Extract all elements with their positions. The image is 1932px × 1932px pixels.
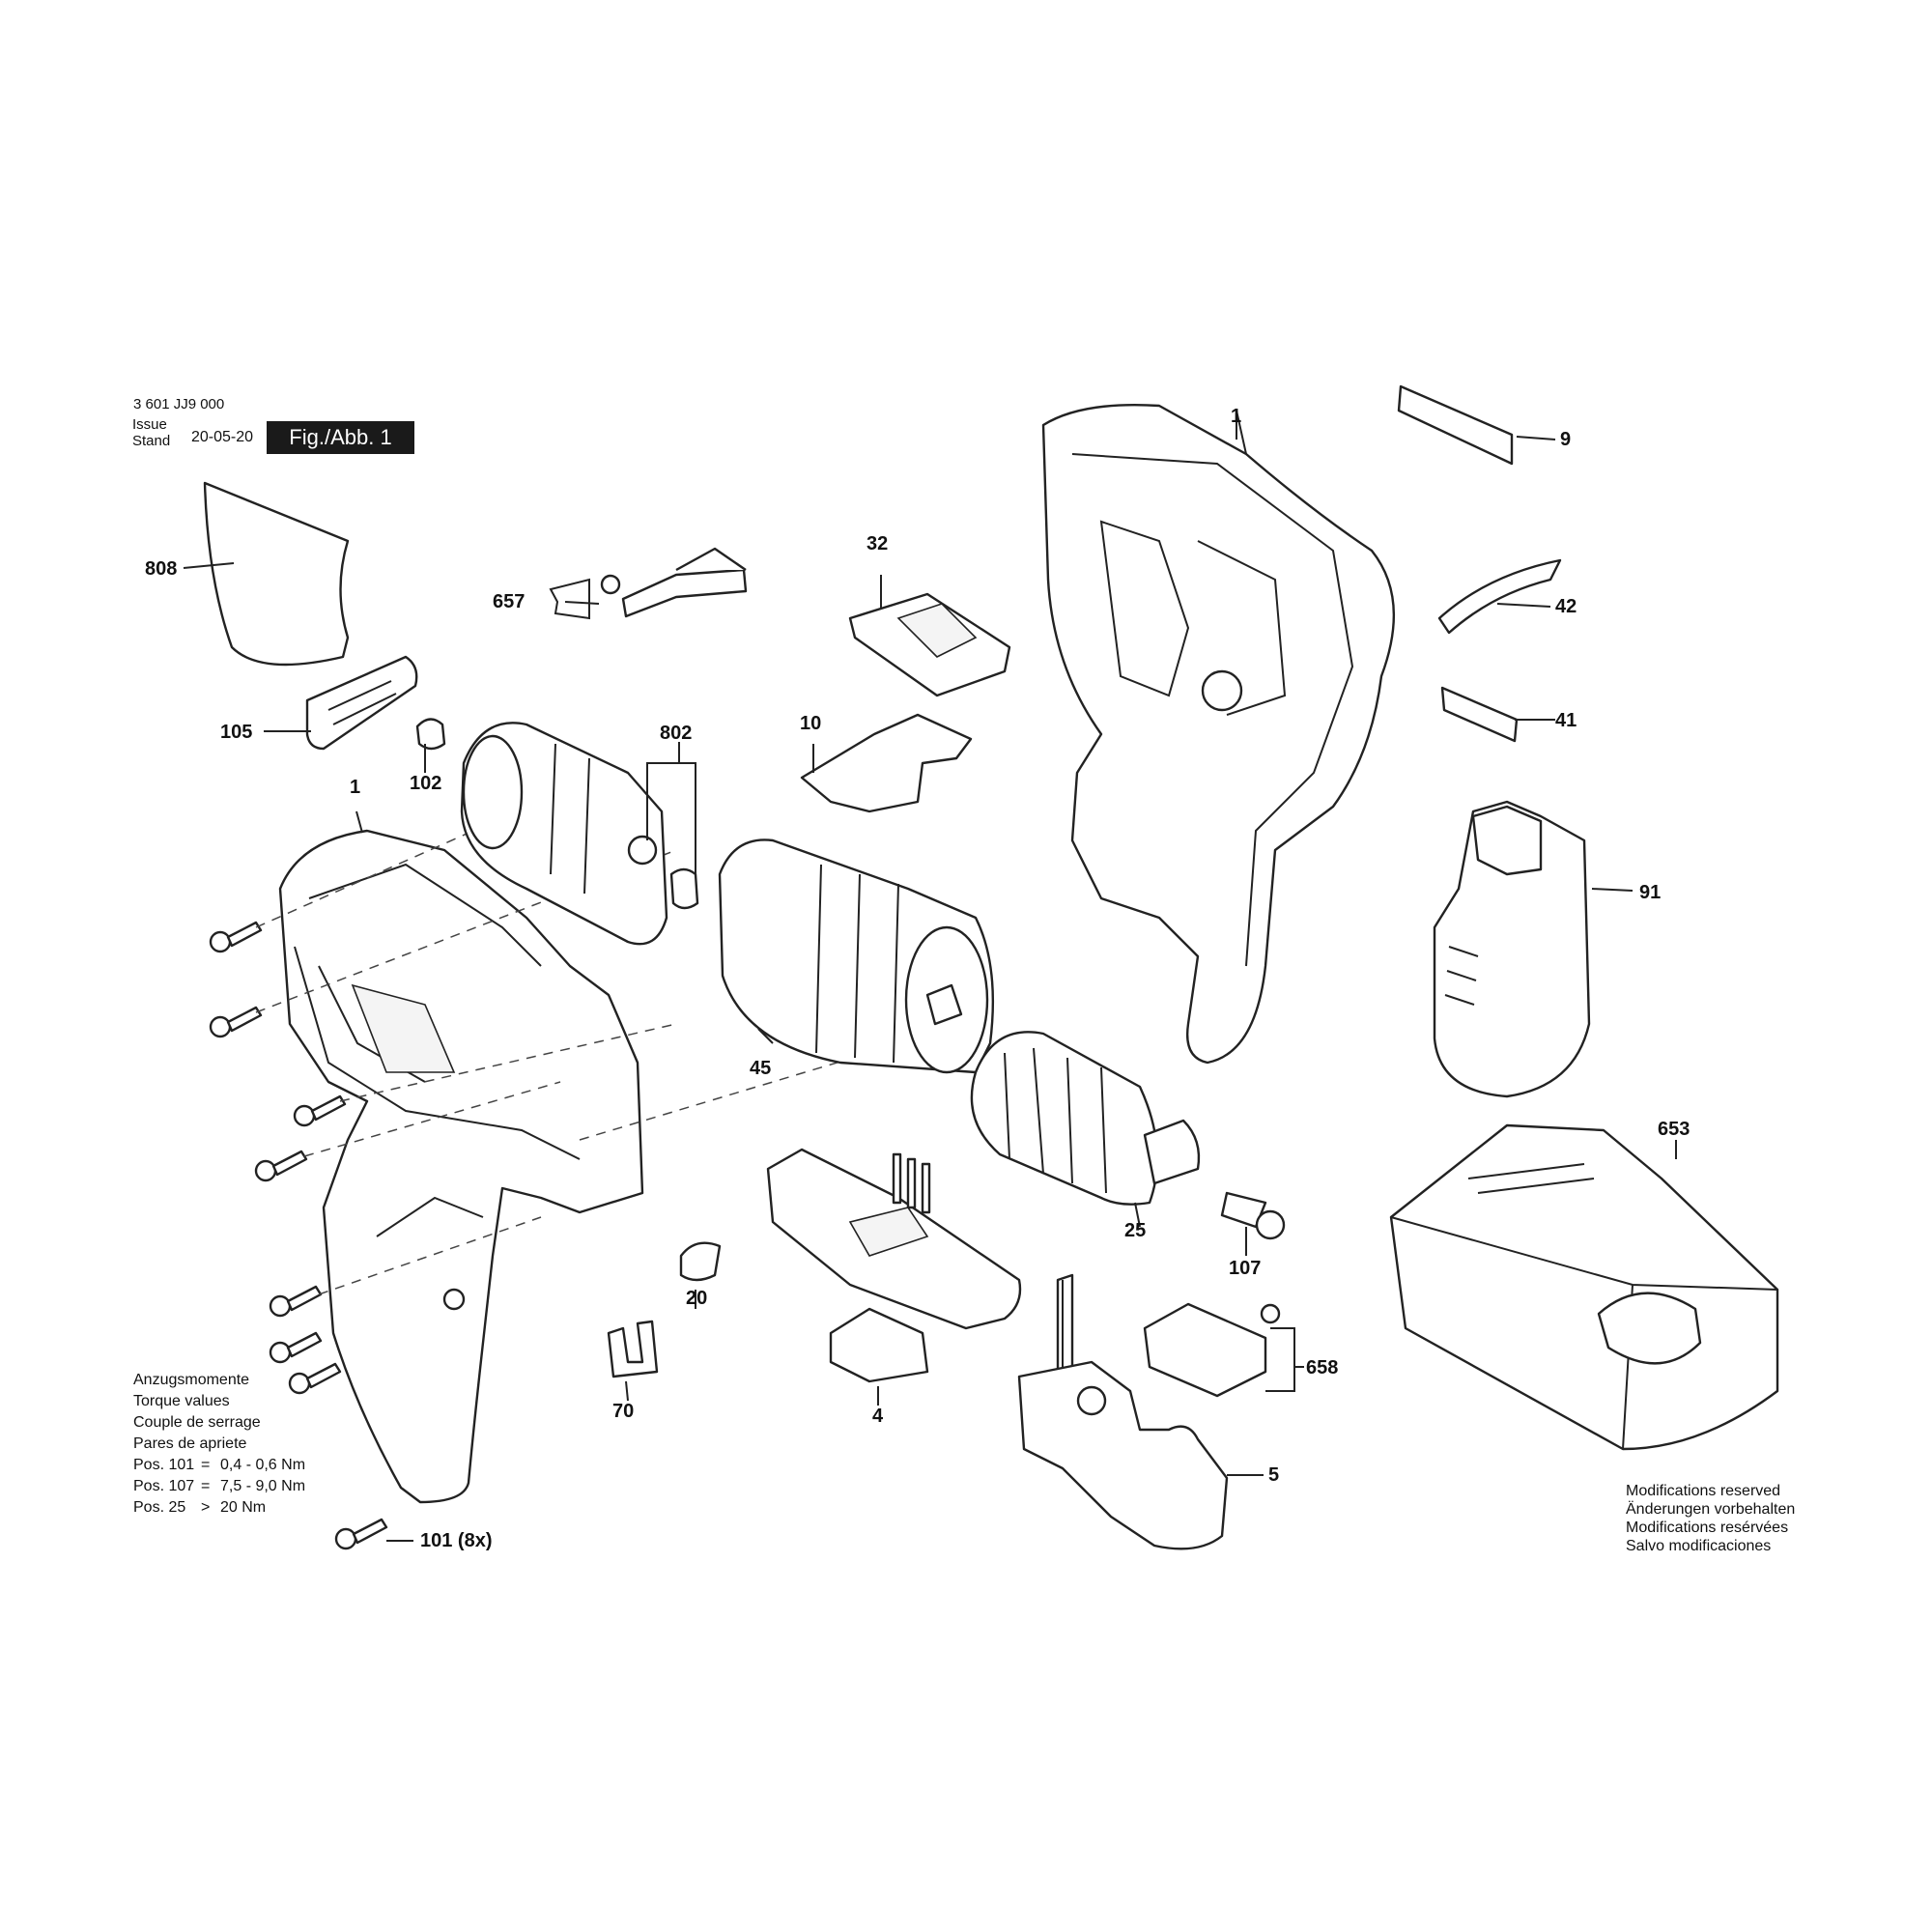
callout-107: 107 (1229, 1258, 1262, 1279)
torque-value: 20 Nm (220, 1499, 267, 1516)
callout-105: 105 (220, 722, 253, 743)
torque-op: > (201, 1499, 211, 1516)
callout-41: 41 (1555, 710, 1577, 731)
callout-808: 808 (145, 558, 178, 580)
torque-value: 7,5 - 9,0 Nm (220, 1478, 306, 1494)
part-5-switch (1017, 1273, 1229, 1550)
part-25-chuck (970, 1031, 1201, 1206)
callout-102: 102 (410, 773, 442, 794)
callout-9: 9 (1560, 429, 1572, 450)
callout-658: 658 (1306, 1357, 1339, 1378)
issue-date: 20-05-20 (191, 429, 254, 445)
part-10-selector (800, 713, 973, 813)
modifications-de: Änderungen vorbehalten (1626, 1501, 1796, 1518)
part-4-electronics (766, 1148, 1022, 1383)
torque-title-es: Pares de apriete (133, 1435, 247, 1452)
part-101-screws (209, 921, 388, 1550)
callout-91: 91 (1639, 882, 1662, 903)
torque-op: = (201, 1457, 211, 1473)
torque-pos: Pos. 107 (133, 1478, 195, 1494)
modifications-fr: Modifications resérvées (1626, 1520, 1789, 1536)
torque-pos: Pos. 101 (133, 1457, 195, 1473)
issue-label: Issue (132, 416, 167, 433)
part-102-cap (415, 718, 446, 751)
part-657-bracket (600, 547, 748, 618)
part-802-motor (460, 722, 699, 946)
torque-title-en: Torque values (133, 1393, 230, 1409)
issue-stand-label: Issue Stand (132, 416, 171, 449)
callout-4: 4 (872, 1406, 884, 1427)
part-45-gearbox (718, 838, 995, 1074)
modifications-note: Modifications reserved Änderungen vorbeh… (1626, 1482, 1795, 1555)
part-9-label (1397, 384, 1514, 466)
part-808-label-sheet (203, 481, 350, 667)
torque-values-table: Anzugsmomente Torque values Couple de se… (133, 1370, 305, 1519)
torque-row: Pos. 25 > 20 Nm (133, 1497, 305, 1519)
part-658-module (1143, 1302, 1281, 1398)
callout-70: 70 (612, 1401, 635, 1422)
stand-label: Stand (132, 432, 171, 449)
torque-row: Pos. 107 = 7,5 - 9,0 Nm (133, 1476, 305, 1497)
leader-lines (183, 410, 1677, 1542)
modifications-es: Salvo modificaciones (1626, 1538, 1772, 1554)
torque-row: Pos. 101 = 0,4 - 0,6 Nm (133, 1455, 305, 1476)
part-107-screw (1220, 1191, 1286, 1240)
part-70-clip (607, 1320, 659, 1378)
figure-label: Fig./Abb. 1 (267, 421, 414, 454)
part-41-label (1440, 686, 1519, 743)
part-91-battery (1433, 800, 1591, 1098)
part-42-curved-label (1437, 558, 1562, 635)
callout-1-right: 1 (1231, 406, 1242, 427)
torque-title-fr: Couple de serrage (133, 1414, 261, 1431)
callout-653: 653 (1658, 1119, 1690, 1140)
callout-10: 10 (800, 713, 822, 734)
callout-657: 657 (493, 591, 526, 612)
part-32-switch-slider (848, 592, 1011, 697)
torque-value: 0,4 - 0,6 Nm (220, 1457, 306, 1473)
part-1-housing-left (278, 829, 644, 1504)
callout-25: 25 (1124, 1220, 1147, 1241)
torque-op: = (201, 1478, 211, 1494)
callout-5: 5 (1268, 1464, 1280, 1486)
modifications-en: Modifications reserved (1626, 1483, 1781, 1499)
part-105-nameplate (305, 655, 418, 751)
document-number: 3 601 JJ9 000 (133, 396, 225, 412)
torque-title-de: Anzugsmomente (133, 1372, 250, 1388)
callout-32: 32 (867, 533, 889, 554)
callout-802: 802 (660, 723, 693, 744)
callout-42: 42 (1555, 596, 1577, 617)
callout-101: 101 (8x) (420, 1530, 493, 1551)
torque-pos: Pos. 25 (133, 1499, 186, 1516)
part-653-charger (1389, 1123, 1779, 1451)
part-1-housing-right (1041, 403, 1396, 1065)
callout-1-left: 1 (350, 777, 361, 798)
part-20-lever (679, 1241, 722, 1282)
callout-45: 45 (750, 1058, 772, 1079)
callout-20: 20 (686, 1288, 708, 1309)
